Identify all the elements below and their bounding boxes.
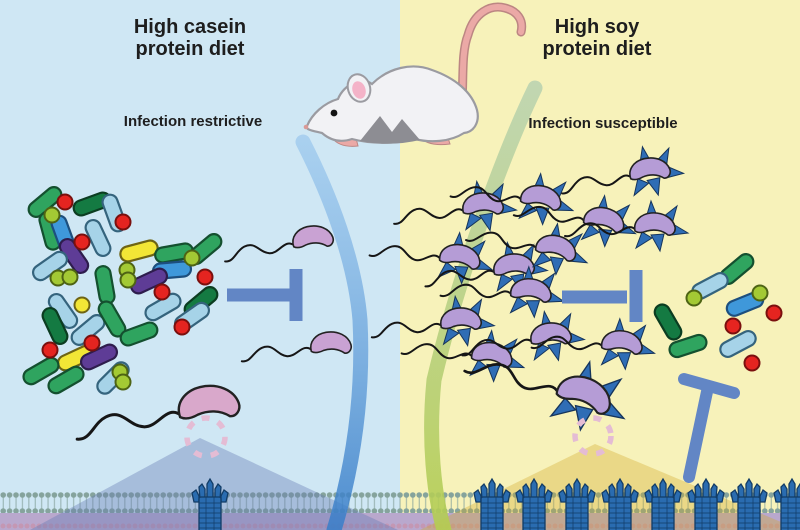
commensal-bacterium-rod (22, 356, 60, 386)
left-panel-background (0, 0, 400, 530)
commensal-bacterium-coccus (153, 283, 171, 301)
commensal-bacterium-coccus (183, 249, 201, 267)
commensal-bacterium-rod (119, 321, 159, 347)
left-title-line2: protein diet (135, 38, 245, 60)
commensal-bacterium-coccus (41, 341, 59, 359)
commensal-bacterium-rod (84, 218, 112, 258)
right-title-line2: protein diet (542, 38, 652, 60)
inhibition-right-bottom (678, 373, 740, 483)
left-status-label: Infection restrictive (123, 113, 263, 130)
mouse-eye (330, 109, 338, 117)
inhibition-left (227, 269, 303, 321)
left-panel-title: High casein protein diet (70, 16, 310, 60)
commensal-bacterium-coccus (743, 354, 761, 372)
commensal-bacterium-coccus (43, 206, 61, 224)
inhibition-right-mid (562, 270, 643, 322)
degraded-pathogen-dashed-circle (184, 415, 228, 459)
mouse-illustration (303, 2, 527, 147)
commensal-bacterium-coccus (83, 334, 101, 352)
left-title-line1: High casein (133, 16, 247, 38)
mouse-ear-inner (352, 81, 366, 99)
commensal-bacterium-coccus (119, 271, 137, 289)
commensal-bacterium-rod (668, 333, 708, 359)
commensal-bacterium-rod (119, 239, 159, 263)
commensal-bacterium-coccus (196, 268, 214, 286)
commensal-bacterium-rod (653, 303, 683, 341)
degraded-pathogen-dashed-circle (572, 415, 614, 457)
mouse-nose (303, 124, 309, 130)
commensal-bacterium-coccus (56, 193, 74, 211)
commensal-bacterium-coccus (173, 318, 191, 336)
mouse-leg-shadow (360, 116, 420, 144)
commensal-bacterium-rod (144, 292, 182, 322)
inhibition-crossbar (678, 373, 740, 399)
submembrane-dot-row (0, 522, 800, 530)
commensal-bacterium-rod (41, 306, 69, 346)
uptake-beam-left (30, 438, 398, 530)
commensal-bacterium-coccus (114, 213, 132, 231)
commensal-bacterium-coccus (765, 304, 783, 322)
commensal-bacterium-coccus (724, 317, 742, 335)
flow-arc-blue (295, 134, 369, 530)
commensal-bacterium-coccus (751, 284, 769, 302)
inhibition-bars (227, 269, 740, 483)
commensal-bacterium-coccus (73, 233, 91, 251)
commensal-bacterium-rod (47, 365, 85, 395)
commensal-bacterium-coccus (61, 268, 79, 286)
commensal-bacterium-rod (719, 330, 757, 358)
commensal-bacterium-rod (129, 267, 169, 295)
right-status-label: Infection susceptible (528, 115, 678, 132)
right-panel-title: High soy protein diet (477, 16, 717, 60)
degraded-pathogen-markers (184, 415, 614, 459)
right-title-line1: High soy (554, 16, 640, 38)
commensal-bacterium-coccus (114, 373, 132, 391)
inhibition-stem (683, 381, 714, 483)
flow-arc-green (424, 80, 543, 530)
commensal-microbiota (22, 186, 783, 395)
commensal-bacterium-coccus (685, 289, 703, 307)
commensal-bacterium-coccus (73, 296, 91, 314)
